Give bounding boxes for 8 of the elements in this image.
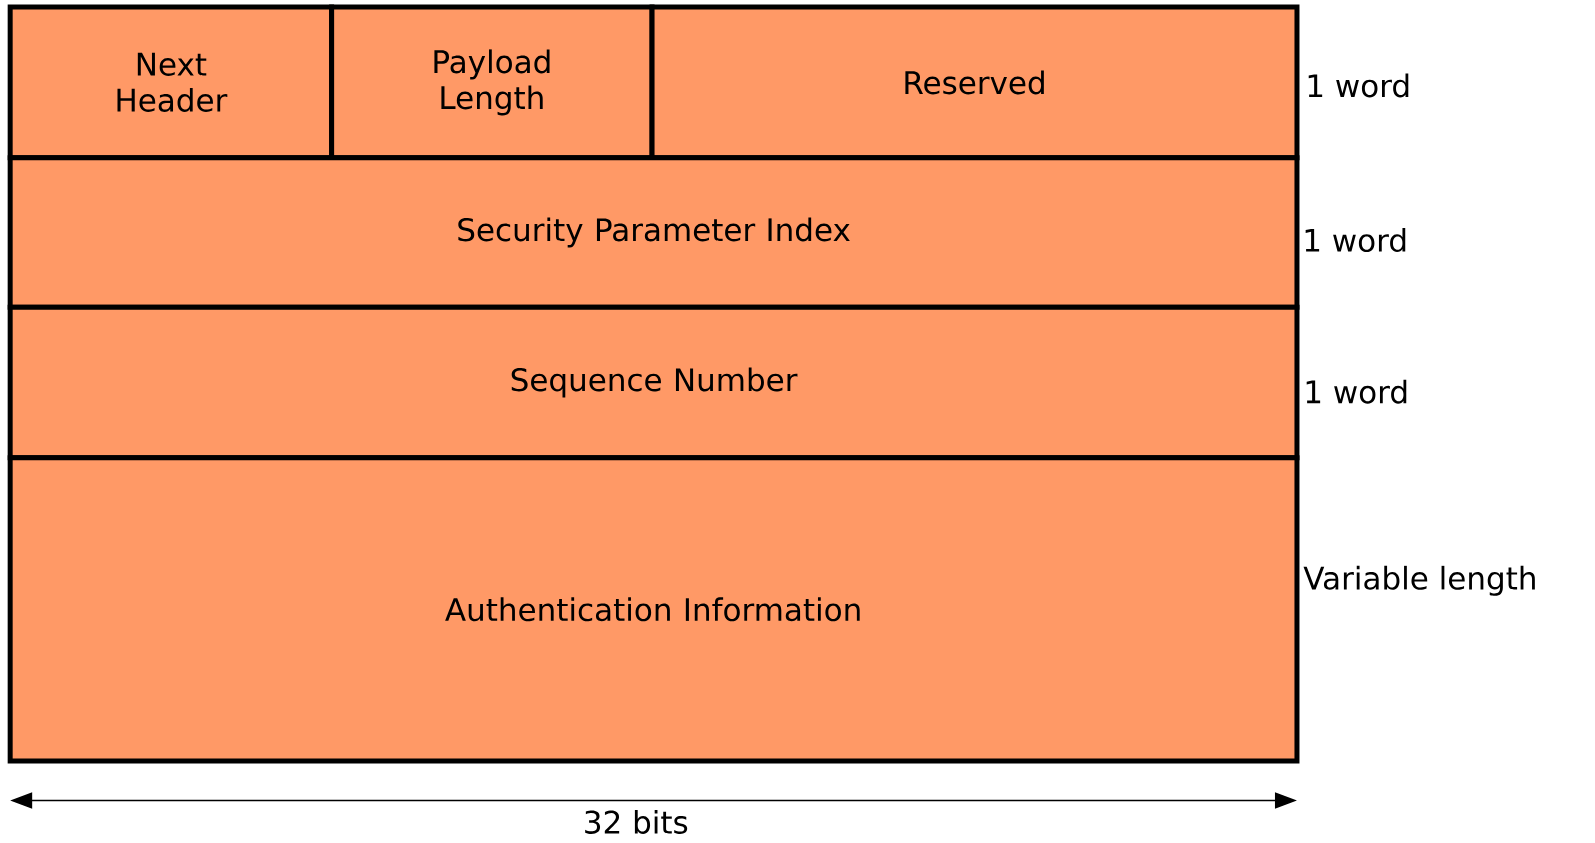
size-label: 1 word — [1306, 379, 1407, 404]
size-label: 1 word — [1308, 73, 1409, 98]
field-box: Reserved — [649, 4, 1300, 161]
field-box: Sequence Number — [7, 304, 1300, 461]
width-label: 32 bits — [585, 809, 688, 834]
field-box: Next Header — [7, 4, 335, 161]
size-label: 1 word — [1305, 228, 1406, 253]
field-box: Authentication Information — [7, 455, 1300, 764]
